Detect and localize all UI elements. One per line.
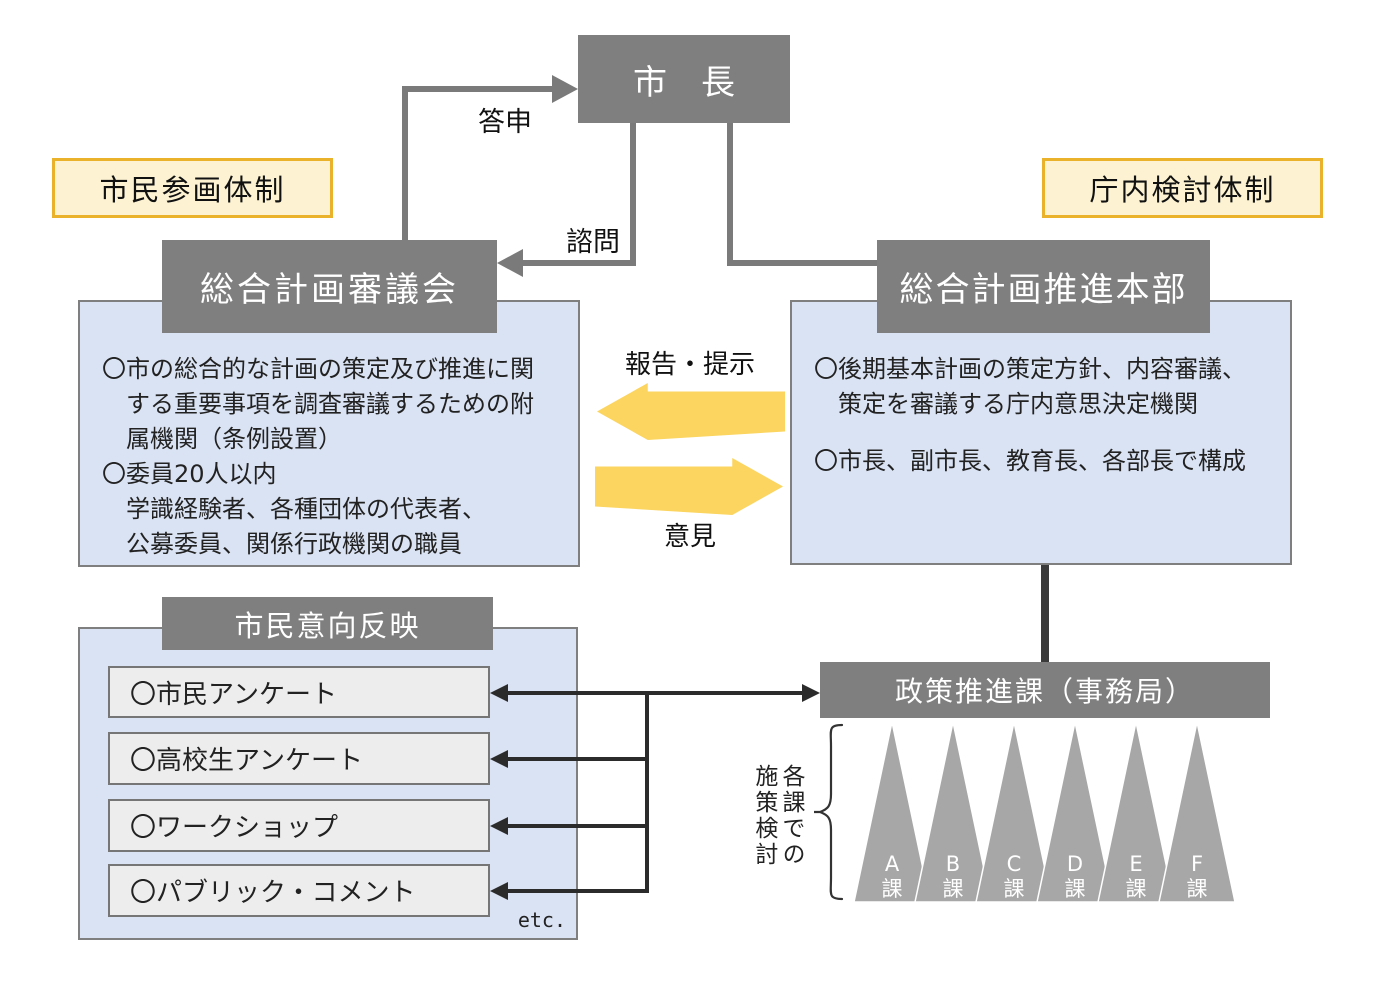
reflection-title: 市民意向反映 — [234, 608, 421, 643]
toshin-label: 答申 — [478, 107, 532, 138]
brace-icon — [814, 723, 844, 901]
dept-triangle-c: C 課 — [975, 721, 1053, 903]
branch-line-2 — [506, 757, 647, 761]
dept-label-top: D — [1067, 852, 1083, 876]
department-triangles: A 課 B 課 C 課 D 課 E 課 F 課 — [853, 721, 1236, 903]
dept-review-note: 各課での 施策検討 — [750, 764, 804, 868]
headquarters-body-1: 〇後期基本計画の策定方針、内容審議、 策定を審議する庁内意思決定機関 — [814, 355, 1246, 418]
reflection-item-public-comment: 〇パブリック・コメント — [108, 864, 490, 917]
headquarters-panel: 〇後期基本計画の策定方針、内容審議、 策定を審議する庁内意思決定機関 〇市長、副… — [790, 300, 1292, 565]
reflection-item-highschool-survey: 〇高校生アンケート — [108, 732, 490, 785]
toshin-connector-vertical — [402, 86, 408, 240]
policy-items-trunk-horizontal — [506, 691, 806, 695]
reflection-item-workshop: 〇ワークショップ — [108, 799, 490, 852]
council-title: 総合計画審議会 — [200, 270, 459, 310]
council-body-2: 〇委員20人以内 学識経験者、各種団体の代表者、 公募委員、関係行政機関の職員 — [102, 460, 486, 558]
dept-label-bottom: 課 — [943, 877, 964, 901]
internal-review-tag-label: 庁内検討体制 — [1089, 173, 1276, 207]
council-panel: 〇市の総合的な計画の策定及び推進に関 する重要事項を調査審議するための附 属機関… — [78, 300, 580, 567]
dept-triangle-a: A 課 — [853, 721, 931, 903]
citizen-participation-tag: 市民参画体制 — [52, 158, 333, 218]
arrowhead-left-icon — [490, 684, 508, 702]
report-arrow-left-icon — [597, 383, 785, 440]
reflection-item-label: 〇ワークショップ — [130, 813, 339, 843]
arrowhead-left-icon — [497, 249, 523, 277]
arrowhead-left-icon — [490, 750, 508, 768]
policy-division-title: 政策推進課（事務局） — [894, 675, 1195, 708]
dept-label-bottom: 課 — [882, 877, 903, 901]
mayor-box: 市 長 — [578, 35, 790, 123]
reflection-item-label: 〇市民アンケート — [130, 679, 337, 710]
reflection-item-label: 〇高校生アンケート — [130, 746, 363, 776]
arrowhead-right-icon — [802, 684, 820, 702]
policy-division-box: 政策推進課（事務局） — [820, 662, 1270, 718]
dept-label-bottom: 課 — [1126, 877, 1147, 901]
arrowhead-right-icon — [552, 75, 578, 103]
dept-label-top: A — [885, 852, 900, 876]
dept-label-top: E — [1129, 852, 1142, 876]
mayor-label: 市 長 — [633, 62, 735, 103]
dept-label-bottom: 課 — [1004, 877, 1025, 901]
reflection-header: 市民意向反映 — [162, 597, 493, 650]
council-header: 総合計画審議会 — [162, 240, 497, 333]
branch-line-3 — [506, 824, 647, 828]
arrowhead-left-icon — [490, 817, 508, 835]
dept-label-bottom: 課 — [1065, 877, 1086, 901]
toshin-connector-horizontal — [402, 86, 554, 92]
dept-triangle-b: B 課 — [914, 721, 992, 903]
report-arrow-label: 報告・提示 — [624, 350, 755, 380]
opinion-arrow-label: 意見 — [663, 522, 716, 552]
headquarters-body-2: 〇市長、副市長、教育長、各部長で構成 — [814, 447, 1246, 475]
headquarters-header: 総合計画推進本部 — [877, 240, 1210, 333]
citizen-participation-tag-label: 市民参画体制 — [99, 173, 286, 207]
headquarters-title: 総合計画推進本部 — [899, 270, 1188, 310]
dept-triangle-f: F 課 — [1158, 721, 1236, 903]
shimon-label: 諮問 — [566, 227, 620, 258]
etc-label: etc. — [517, 908, 566, 932]
opinion-arrow-right-icon — [595, 458, 783, 515]
internal-review-tag: 庁内検討体制 — [1042, 158, 1323, 218]
hq-policy-connector — [1041, 565, 1049, 664]
dept-triangle-e: E 課 — [1097, 721, 1175, 903]
dept-label-top: C — [1007, 852, 1022, 876]
reflection-item-label: 〇パブリック・コメント — [130, 878, 416, 908]
dept-label-top: B — [946, 852, 960, 876]
shimon-connector-horizontal — [520, 260, 636, 266]
dept-label-bottom: 課 — [1187, 877, 1208, 901]
dept-label-top: F — [1191, 852, 1203, 876]
council-body-1: 〇市の総合的な計画の策定及び推進に関 する重要事項を調査審議するための附 属機関… — [102, 355, 534, 453]
mayor-hq-connector-horizontal — [727, 260, 878, 266]
arrowhead-left-icon — [490, 882, 508, 900]
reflection-item-citizen-survey: 〇市民アンケート — [108, 666, 490, 718]
policy-items-trunk-vertical — [645, 691, 649, 893]
shimon-connector-vertical — [630, 123, 636, 266]
dept-triangle-d: D 課 — [1036, 721, 1114, 903]
branch-line-4 — [506, 889, 647, 893]
mayor-hq-connector-vertical — [727, 123, 733, 266]
